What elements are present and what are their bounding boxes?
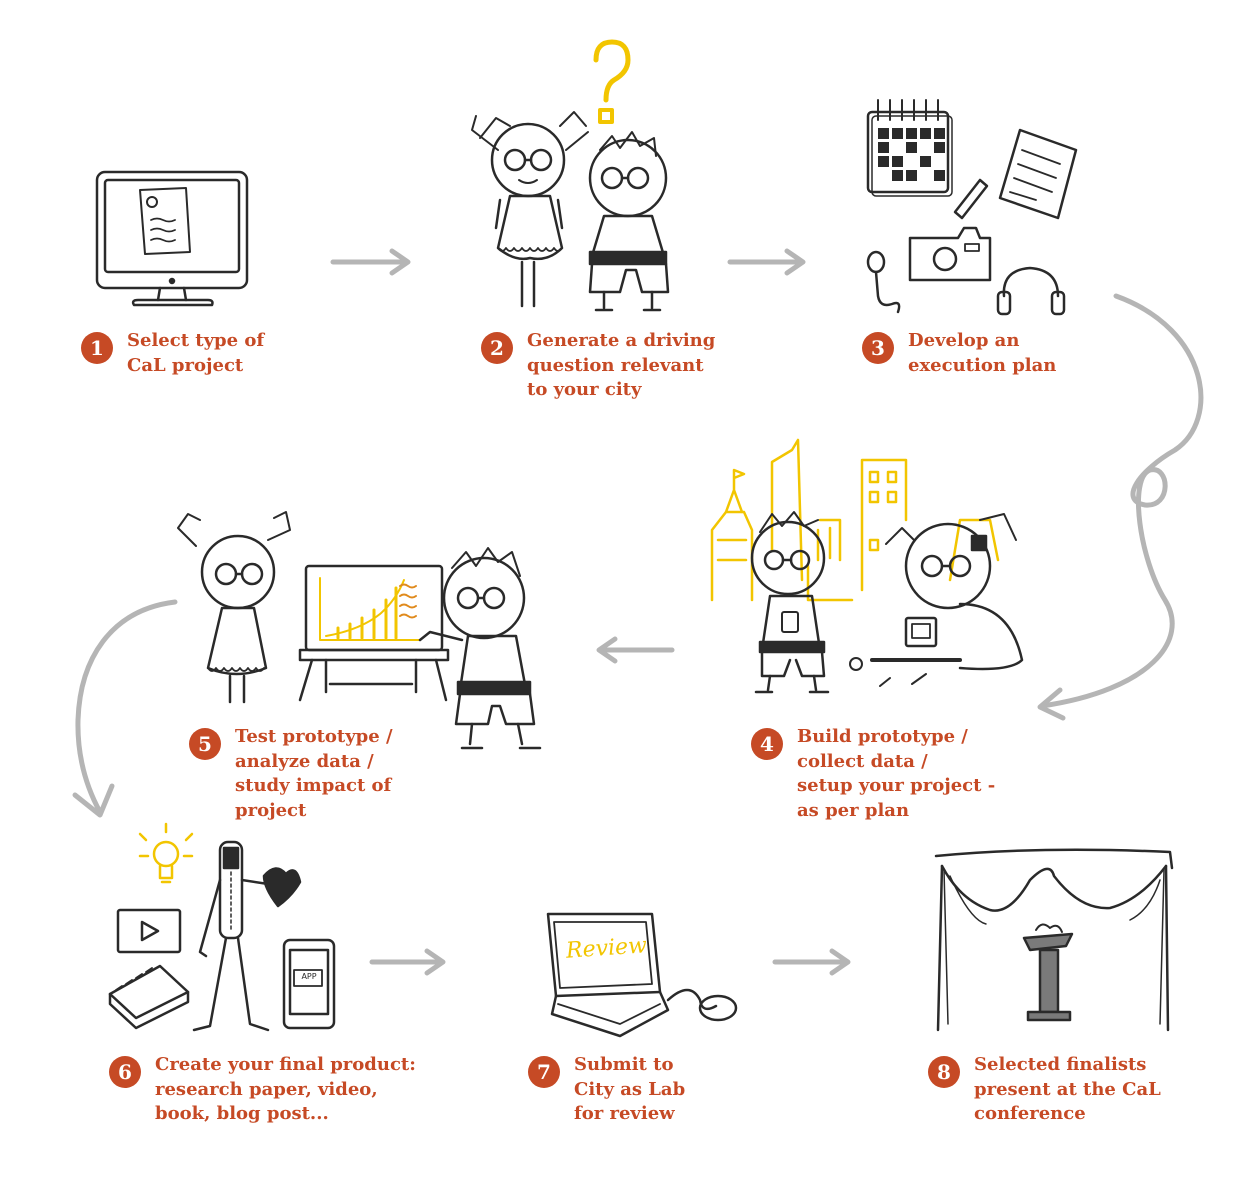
step-label: Test prototype / analyze data / study im…	[235, 726, 393, 821]
step-label: Select type of CaL project	[127, 330, 265, 376]
flow-arrows	[72, 248, 1204, 976]
arrow-2-to-3	[727, 248, 806, 276]
arrow-1-to-2	[330, 248, 411, 276]
step-label: Build prototype / collect data / setup y…	[797, 726, 996, 821]
step-number-badge: 1	[81, 332, 113, 364]
kids-presenting-chart-icon	[177, 511, 542, 750]
step-number-badge: 6	[109, 1056, 141, 1088]
step-1: 1 Select type of CaL project	[81, 329, 264, 378]
step-label: Develop an execution plan	[908, 330, 1057, 376]
stage-podium-icon	[934, 848, 1174, 1032]
kids-question-icon	[471, 39, 670, 312]
step-label: Generate a driving question relevant to …	[527, 330, 716, 400]
arrow-4-to-5	[596, 636, 675, 664]
step-number-badge: 7	[528, 1056, 560, 1088]
step-5: 5 Test prototype / analyze data / study …	[189, 725, 393, 823]
step-number-badge: 3	[862, 332, 894, 364]
step-6: 6 Create your final product: research pa…	[109, 1053, 416, 1127]
step-7: 7 Submit to City as Lab for review	[528, 1053, 685, 1127]
step-number-badge: 5	[189, 728, 221, 760]
computer-monitor-icon	[95, 170, 249, 307]
planning-tools-icon	[866, 99, 1078, 316]
kids-building-city-icon	[710, 438, 1024, 694]
step-label: Submit to City as Lab for review	[574, 1054, 686, 1124]
step-4: 4 Build prototype / collect data / setup…	[751, 725, 995, 823]
step-2: 2 Generate a driving question relevant t…	[481, 329, 715, 403]
laptop-review-icon	[546, 912, 738, 1038]
step-number-badge: 4	[751, 728, 783, 760]
arrow-7-to-8	[772, 948, 851, 976]
arrow-5-to-6-curve	[72, 599, 178, 818]
step-number-badge: 8	[928, 1056, 960, 1088]
step-label: Selected finalists present at the CaL co…	[974, 1054, 1161, 1124]
step-number-badge: 2	[481, 332, 513, 364]
phone-app-text: APP	[301, 972, 317, 981]
step-label: Create your final product: research pape…	[155, 1054, 416, 1124]
arrow-6-to-7	[369, 948, 446, 976]
step-8: 8 Selected finalists present at the CaL …	[928, 1053, 1161, 1127]
arrow-3-to-4-loop	[1037, 293, 1204, 721]
step-3: 3 Develop an execution plan	[862, 329, 1056, 378]
final-product-icon	[108, 822, 336, 1032]
